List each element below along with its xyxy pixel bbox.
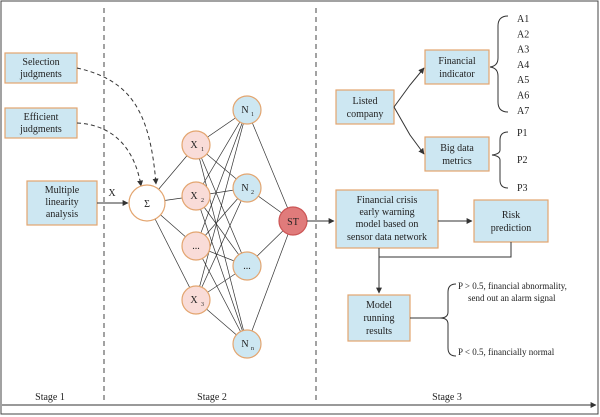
warning-model-box: Financial crisis early warning model bas… bbox=[335, 189, 439, 249]
fi-line-2: indicator bbox=[439, 69, 475, 80]
svg-text:N: N bbox=[241, 183, 248, 194]
p-list-brace bbox=[491, 131, 509, 189]
selection-line-2: judgments bbox=[19, 69, 62, 80]
a-list-brace bbox=[489, 15, 509, 113]
svg-text:1: 1 bbox=[251, 112, 254, 118]
svg-text:N: N bbox=[241, 339, 248, 350]
input-hidden-link-2-0 bbox=[195, 109, 248, 247]
hidden-layer: N 1 N 2 ... N n bbox=[232, 95, 262, 359]
risk-line-2: prediction bbox=[491, 223, 532, 234]
listed-to-bigdata-arrow bbox=[393, 106, 425, 155]
hidden-node-n2: N 2 bbox=[232, 173, 262, 203]
efficient-to-sigma-arrow bbox=[76, 122, 144, 187]
warning-line-2: early warning bbox=[359, 207, 414, 218]
abnormal-line-1: P > 0.5, financial abnormality, bbox=[458, 281, 567, 291]
svg-text:3: 3 bbox=[201, 302, 204, 308]
hidden-node-nn: N n bbox=[232, 329, 262, 359]
fi-line-1: Financial bbox=[438, 56, 475, 67]
efficient-line-2: judgments bbox=[19, 124, 62, 135]
st-node: ST bbox=[278, 206, 308, 236]
sigma-label: Σ bbox=[144, 199, 150, 210]
warning-line-3: model based on bbox=[356, 219, 419, 230]
svg-text:X: X bbox=[190, 295, 198, 306]
model-line-1: Model bbox=[366, 300, 392, 311]
input-hidden-link-2-3 bbox=[195, 245, 248, 345]
selection-line-1: Selection bbox=[22, 57, 59, 68]
svg-text:...: ... bbox=[243, 261, 251, 272]
svg-text:2: 2 bbox=[201, 198, 204, 204]
risk-prediction-box: Risk prediction bbox=[473, 199, 549, 243]
efficient-line-1: Efficient bbox=[24, 112, 59, 123]
input-node-ellipsis: ... bbox=[181, 231, 211, 261]
svg-text:X: X bbox=[190, 191, 198, 202]
results-brace bbox=[439, 283, 457, 357]
input-hidden-link-1-3 bbox=[195, 195, 248, 345]
model-running-box: Model running results bbox=[347, 294, 411, 342]
hidden-st-link-3 bbox=[246, 220, 294, 345]
a-item-3: A3 bbox=[517, 45, 529, 56]
multiple-line-1: Multiple bbox=[45, 185, 80, 196]
financial-indicator-box: Financial indicator bbox=[424, 49, 490, 85]
a-item-4: A4 bbox=[517, 60, 529, 71]
stage-3-label: Stage 3 bbox=[432, 392, 462, 403]
svg-text:1: 1 bbox=[201, 147, 204, 153]
hidden-node-ellipsis: ... bbox=[232, 251, 262, 281]
hidden-node-n1: N 1 bbox=[232, 95, 262, 125]
svg-text:...: ... bbox=[192, 241, 200, 252]
a-item-5: A5 bbox=[517, 75, 529, 86]
warning-line-1: Financial crisis bbox=[357, 195, 418, 206]
input-node-x3: X 3 bbox=[181, 285, 211, 315]
a-item-7: A7 bbox=[517, 106, 529, 117]
listed-to-indicator-arrow bbox=[393, 67, 425, 108]
x-label: X bbox=[108, 188, 116, 199]
selection-to-sigma-arrow bbox=[76, 67, 159, 185]
svg-text:n: n bbox=[251, 346, 254, 352]
multiple-linearity-box: Multiple linearity analysis bbox=[26, 180, 98, 226]
input-layer: X 1 X 2 ... X 3 bbox=[181, 130, 211, 315]
p-item-1: P1 bbox=[517, 128, 528, 139]
a-item-2: A2 bbox=[517, 29, 529, 40]
network-connections bbox=[146, 109, 294, 345]
risk-to-model-line bbox=[379, 242, 512, 258]
p-item-3: P3 bbox=[517, 183, 528, 194]
listed-line-2: company bbox=[347, 109, 384, 120]
warning-line-4: sensor data network bbox=[347, 232, 427, 243]
model-line-2: running bbox=[363, 313, 394, 324]
model-line-3: results bbox=[366, 326, 392, 337]
normal-text: P < 0.5, financially normal bbox=[458, 347, 555, 357]
risk-line-1: Risk bbox=[502, 210, 520, 221]
multiple-line-2: linearity bbox=[45, 197, 78, 208]
bd-line-1: Big data bbox=[440, 143, 474, 154]
stage-1-label: Stage 1 bbox=[35, 392, 65, 403]
efficient-judgments-box: Efficient judgments bbox=[4, 107, 78, 139]
input-node-x1: X 1 bbox=[181, 130, 211, 160]
a-item-6: A6 bbox=[517, 91, 529, 102]
listed-line-1: Listed bbox=[353, 96, 378, 107]
listed-company-box: Listed company bbox=[335, 89, 395, 125]
input-node-x2: X 2 bbox=[181, 181, 211, 211]
abnormal-line-2: send out an alarm signal bbox=[468, 293, 556, 303]
p-item-2: P2 bbox=[517, 155, 528, 166]
svg-text:2: 2 bbox=[251, 190, 254, 196]
stage-2-label: Stage 2 bbox=[197, 392, 227, 403]
big-data-metrics-box: Big data metrics bbox=[424, 136, 490, 172]
bd-line-2: metrics bbox=[442, 156, 472, 167]
a-item-1: A1 bbox=[517, 14, 529, 25]
svg-text:X: X bbox=[190, 140, 198, 151]
svg-text:N: N bbox=[241, 105, 248, 116]
sigma-node: Σ bbox=[128, 184, 166, 222]
st-label: ST bbox=[287, 217, 299, 228]
multiple-line-3: analysis bbox=[46, 209, 78, 220]
input-hidden-link-3-0 bbox=[195, 109, 248, 301]
hidden-st-link-0 bbox=[246, 109, 294, 222]
input-hidden-link-3-1 bbox=[195, 187, 248, 301]
selection-judgments-box: Selection judgments bbox=[4, 52, 78, 84]
input-hidden-link-1-0 bbox=[195, 109, 248, 197]
